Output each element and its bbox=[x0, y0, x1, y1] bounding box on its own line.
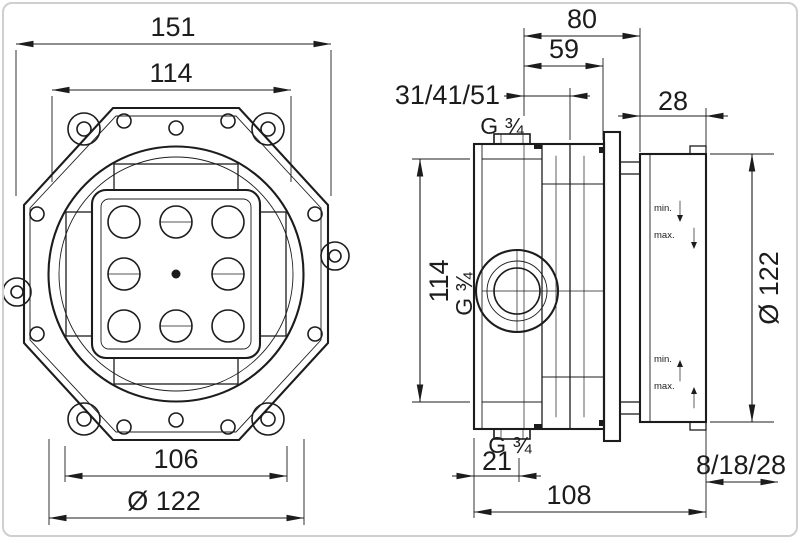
center-dot bbox=[172, 270, 181, 279]
dim-side-body-height-label: 114 bbox=[424, 259, 454, 302]
side-view: min. max. min. max. G ¾ G ¾ G ¾ 80 bbox=[395, 4, 786, 518]
dim-side-cover-depth: 28 bbox=[618, 86, 728, 152]
dim-front-diameter-label: Ø 122 bbox=[127, 486, 201, 516]
seal-mark bbox=[534, 145, 542, 149]
side-cover-plate: min. max. min. max. bbox=[640, 146, 706, 430]
min-arrow-icon bbox=[677, 360, 683, 367]
thread-side-label: G ¾ bbox=[451, 271, 477, 315]
side-flange bbox=[604, 132, 640, 441]
dim-side-inner-depth: 59 bbox=[524, 34, 603, 140]
technical-drawing: 151 114 106 Ø 122 bbox=[4, 4, 800, 543]
dim-side-projection: 8/18/28 bbox=[696, 450, 786, 482]
plate-max-top-label: max. bbox=[654, 230, 675, 241]
dim-side-overall-depth-label: 80 bbox=[567, 4, 597, 34]
plate-min-bottom-label: min. bbox=[654, 354, 672, 365]
dim-side-total-depth-label: 108 bbox=[546, 480, 591, 510]
front-view: 151 114 106 Ø 122 bbox=[4, 12, 349, 525]
dim-side-inner-depth-label: 59 bbox=[549, 34, 579, 64]
front-function-block bbox=[66, 164, 286, 384]
dim-side-cover-diameter: Ø 122 bbox=[710, 154, 784, 422]
dim-front-overall-width: 151 bbox=[16, 12, 331, 196]
max-arrow-icon bbox=[691, 387, 697, 394]
dim-front-bottom-width-label: 106 bbox=[153, 444, 198, 474]
dim-side-bottom-offset-label: 21 bbox=[482, 446, 512, 476]
dim-front-mounting-width-label: 114 bbox=[149, 58, 192, 88]
dim-front-bottom-width: 106 bbox=[65, 444, 287, 482]
dim-side-projection-label: 8/18/28 bbox=[696, 450, 786, 480]
hatch-pad-right bbox=[260, 212, 286, 336]
dim-side-overall-depth: 80 bbox=[524, 4, 640, 152]
thread-top-label: G ¾ bbox=[480, 113, 524, 139]
hatch-pad-left bbox=[66, 212, 92, 336]
max-arrow-icon bbox=[691, 242, 697, 249]
min-arrow-icon bbox=[677, 215, 683, 222]
dim-side-cover-diameter-label: Ø 122 bbox=[754, 251, 784, 325]
plate-max-bottom-label: max. bbox=[654, 381, 675, 392]
hatch-pad-top bbox=[114, 164, 238, 190]
seal-mark bbox=[534, 424, 542, 428]
dim-front-overall-width-label: 151 bbox=[150, 12, 195, 42]
hatch-pad-bottom bbox=[114, 358, 238, 384]
dim-side-install-depth-label: 31/41/51 bbox=[395, 80, 500, 110]
dim-side-cover-depth-label: 28 bbox=[658, 86, 688, 116]
plate-min-top-label: min. bbox=[654, 203, 672, 214]
